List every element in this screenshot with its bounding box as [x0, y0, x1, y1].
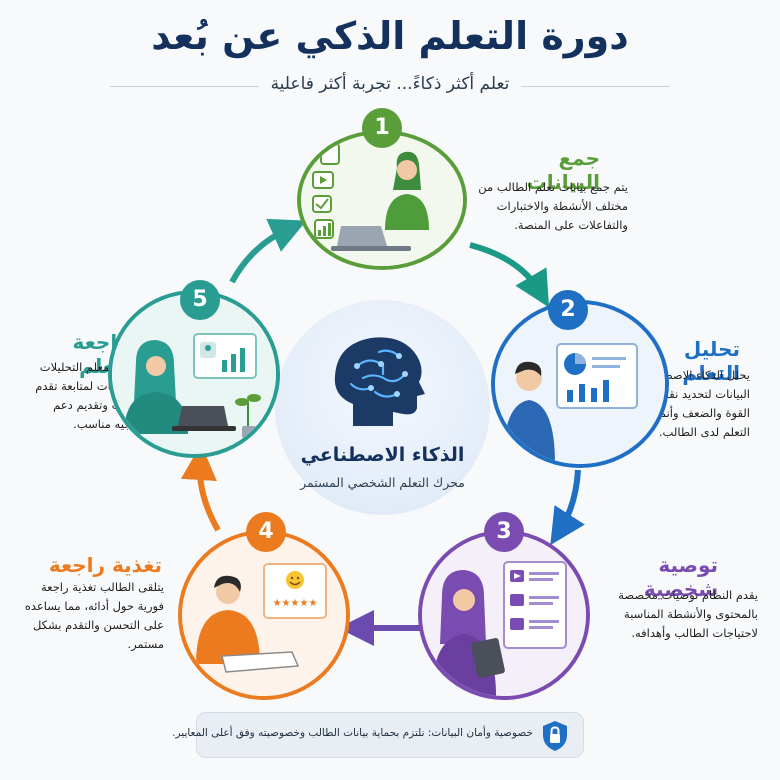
- arrow-4-to-5: [180, 444, 221, 532]
- step-3-badge: 3: [484, 512, 524, 552]
- ai-center-title: الذكاء الاصطناعي: [300, 444, 465, 466]
- step-2-title: تحليل التعلم: [682, 337, 740, 385]
- step-2-circle: [491, 300, 669, 468]
- step-3-title: توصية شخصية: [643, 553, 718, 601]
- arrow-5-to-1: [229, 218, 307, 284]
- step-1-title: جمع البيانات: [526, 146, 600, 194]
- brain-head-icon: [334, 337, 425, 426]
- page-title: دورة التعلم الذكي عن بُعد: [151, 14, 629, 58]
- step-1-circle: [297, 130, 467, 270]
- arrow-1-to-2: [469, 242, 550, 308]
- student-tablet-illustration: [422, 534, 586, 696]
- teacher-laptop-illustration: [112, 294, 276, 454]
- student-writing-illustration: ★★★★★: [182, 534, 346, 696]
- step-4-title: تغذية راجعة: [48, 553, 162, 577]
- step-1-badge: 1: [362, 108, 402, 148]
- step-2-badge: 2: [548, 290, 588, 330]
- analyst-dashboard-illustration: [495, 304, 665, 464]
- shield-lock-icon: [543, 721, 567, 751]
- step-4-circle: ★★★★★: [178, 530, 350, 700]
- step-1-description: يتم جمع بيانات تعلم الطالب من مختلف الأن…: [478, 180, 628, 232]
- page-subtitle: تعلم أكثر ذكاءً... تجربة أكثر فاعلية: [258, 74, 522, 94]
- step-5-badge: 5: [180, 280, 220, 320]
- step-5-circle: [108, 290, 280, 458]
- privacy-text: خصوصية وأمان البيانات: نلتزم بحماية بيان…: [172, 727, 533, 739]
- step-3-description: يقدم النظام توصيات مخصصة بالمحتوى والأنش…: [618, 588, 758, 640]
- arrow-2-to-3: [550, 469, 585, 546]
- step-4-description: يتلقى الطالب تغذية راجعة فورية حول أدائه…: [24, 580, 164, 651]
- student-laptop-illustration: [301, 134, 463, 266]
- privacy-banner: خصوصية وأمان البيانات: نلتزم بحماية بيان…: [172, 712, 584, 758]
- ai-center-subtitle: محرك التعلم الشخصي المستمر: [300, 475, 465, 490]
- svg-text:★★★★★: ★★★★★: [273, 598, 318, 609]
- step-4-badge: 4: [246, 512, 286, 552]
- step-3-circle: [418, 530, 590, 700]
